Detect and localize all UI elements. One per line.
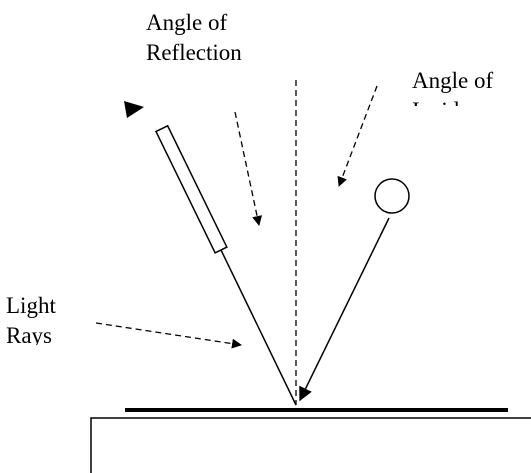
- incidence-label-line1: Angle of: [412, 68, 494, 93]
- reflected-arrow-shaft: [154, 124, 228, 254]
- light-rays-label: Light Rays: [6, 291, 116, 351]
- reflection-label: Angle of Reflection: [146, 8, 242, 68]
- incidence-label-line2-clip: Incidence: [412, 96, 531, 106]
- incidence-label: Angle of Incidence: [412, 66, 531, 106]
- reflected-ray: [220, 249, 297, 406]
- incident-ray: [299, 217, 390, 402]
- reflection-label-line1: Angle of: [146, 10, 228, 35]
- surface-block: [90, 417, 531, 473]
- light-bulb-icon: [374, 178, 410, 214]
- light-rays-label-line1: Light: [6, 293, 56, 318]
- light-rays-arrow: [95, 322, 242, 349]
- light-rays-label-line2: Rays: [6, 323, 52, 345]
- light-rays-label-line2-clip: Rays: [6, 321, 116, 345]
- reflected-arrowhead: [124, 101, 144, 118]
- incidence-label-line2: Incidence: [412, 96, 531, 106]
- reflection-label-line2: Reflection: [146, 40, 242, 65]
- reflection-angle-arrow: [234, 111, 263, 226]
- incidence-angle-arrow: [337, 85, 378, 187]
